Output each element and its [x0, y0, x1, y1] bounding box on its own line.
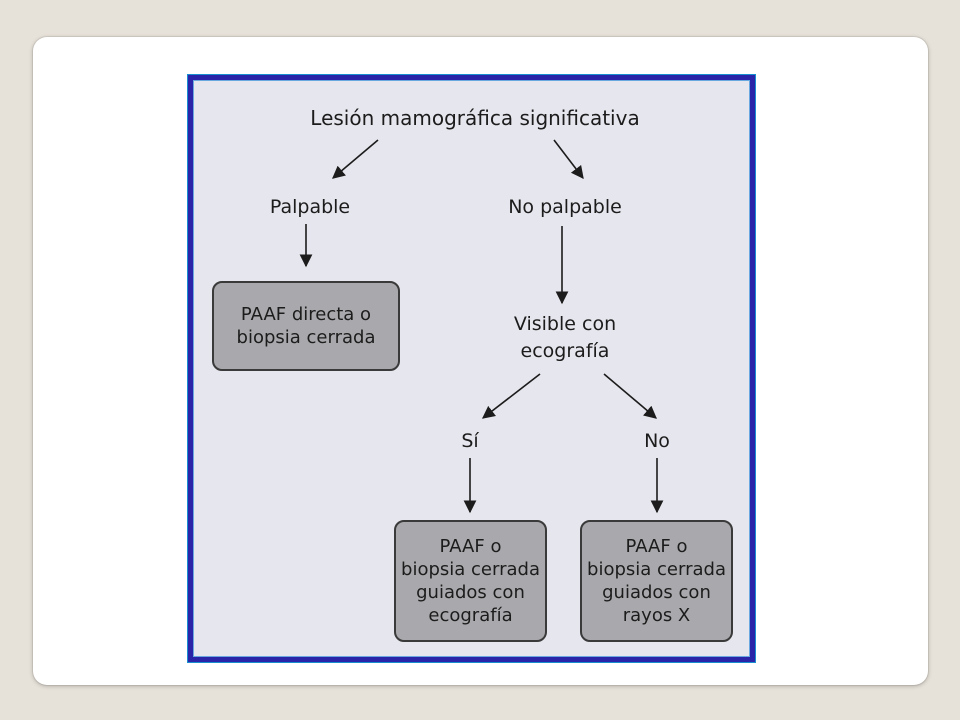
box-no-line1: PAAF o — [625, 536, 688, 557]
box-no: PAAF o biopsia cerrada guiados con rayos… — [580, 520, 733, 642]
flowchart-panel — [193, 80, 750, 657]
box-no-line2: biopsia cerrada — [587, 559, 726, 580]
node-visible-label-line2: ecografía — [520, 340, 610, 362]
box-palpable-line1: PAAF directa o — [240, 304, 372, 325]
box-palpable-line2: biopsia cerrada — [236, 327, 376, 348]
box-no-line4: rayos X — [622, 605, 691, 626]
box-si-line2: biopsia cerrada — [401, 559, 540, 580]
box-si: PAAF o biopsia cerrada guiados con ecogr… — [394, 520, 547, 642]
node-palpable-label: Palpable — [269, 196, 351, 218]
box-si-line3: guiados con — [416, 582, 525, 603]
box-no-line3: guiados con — [602, 582, 711, 603]
node-si-label: Sí — [461, 430, 479, 452]
node-visible-label-line1: Visible con — [513, 313, 617, 335]
box-palpable: PAAF directa o biopsia cerrada — [212, 281, 400, 371]
box-si-line1: PAAF o — [439, 536, 502, 557]
box-si-line4: ecografía — [428, 605, 513, 626]
node-no-palpable-label: No palpable — [508, 196, 622, 218]
node-no-label: No — [644, 430, 670, 452]
node-root-label: Lesión mamográfica significativa — [310, 106, 640, 130]
